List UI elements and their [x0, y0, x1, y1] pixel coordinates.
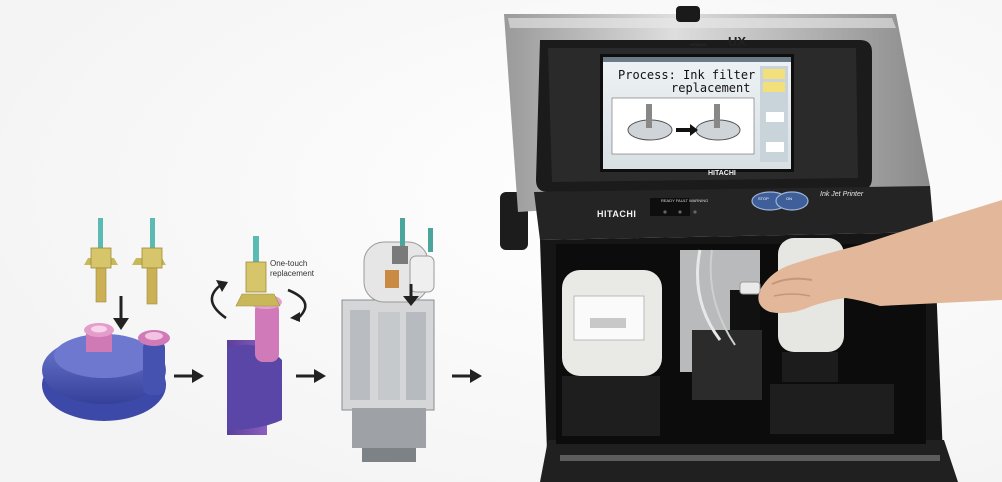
hand-image [739, 200, 1002, 314]
ink-filter-step-1 [42, 218, 170, 421]
callout-line-2: replacement [270, 269, 315, 278]
screen-process-subtitle: replacement [671, 81, 751, 95]
ink-jet-printer [500, 6, 958, 482]
ink-unit-cutaway [341, 218, 435, 462]
callout-line-1: One-touch [270, 259, 308, 268]
arrow-right-icon [174, 369, 204, 383]
arrow-right-icon [296, 369, 326, 383]
stop-button-label: STOP [758, 196, 769, 201]
product-name-label: Ink Jet Printer [820, 191, 864, 198]
printer-model-prefix: HITACHI [690, 42, 706, 47]
printer-model: UX [728, 34, 747, 49]
one-touch-replacement-label: One-touch replacement [270, 259, 314, 279]
ink-filter-step-2 [227, 236, 282, 435]
on-button-label: ON [786, 196, 792, 201]
screen-process-title: Process: Ink filter [618, 68, 756, 82]
status-lights-label: READY FAULT WARNING [661, 198, 709, 203]
panel-brand-logo: HITACHI [708, 170, 736, 177]
arrow-down-icon [113, 296, 129, 330]
printer-brand-logo: HITACHI [597, 209, 637, 219]
arrow-right-icon [452, 369, 482, 383]
rotate-arrow-head [216, 280, 228, 292]
rotate-arrow-head [290, 312, 300, 322]
arrow-down-icon [403, 284, 419, 306]
